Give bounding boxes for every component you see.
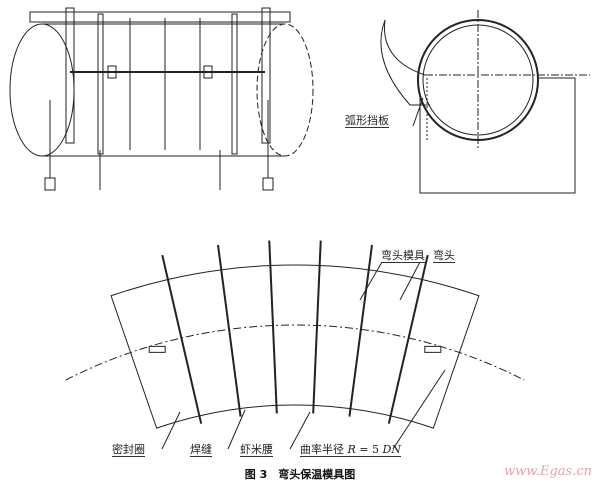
figure-caption: 图 3 弯头保温模具图 bbox=[244, 468, 356, 481]
arc-baffle bbox=[380, 19, 430, 106]
clamp-bar bbox=[387, 254, 429, 424]
band bbox=[65, 7, 75, 144]
curvature-centerline bbox=[65, 324, 525, 381]
leader-line bbox=[399, 261, 421, 301]
bands bbox=[65, 7, 271, 155]
band bbox=[261, 7, 271, 144]
leader-line bbox=[412, 97, 424, 127]
label-elbow-mold: 弯头模具 bbox=[381, 249, 425, 263]
legs bbox=[44, 100, 274, 191]
leg-foot bbox=[262, 177, 274, 191]
handle bbox=[148, 345, 166, 353]
top-frame bbox=[29, 11, 291, 23]
label-shrimp-waist: 虾米腰 bbox=[240, 443, 273, 457]
leader-line bbox=[161, 411, 181, 450]
leader-line bbox=[359, 261, 383, 301]
leader-line bbox=[392, 369, 446, 450]
elbow-mold-view bbox=[65, 240, 525, 429]
watermark: www.Egas.cn bbox=[504, 464, 592, 479]
label-weld: 焊缝 bbox=[190, 443, 212, 457]
leader-line bbox=[289, 411, 311, 450]
clamp bbox=[107, 65, 117, 79]
elbow-segment bbox=[390, 278, 480, 429]
leader-lines bbox=[161, 261, 446, 450]
clamp-bar bbox=[216, 244, 242, 417]
elbow-segment bbox=[269, 264, 321, 406]
label-radius: 曲率半径 R = 5 DN bbox=[300, 443, 401, 457]
clamp bbox=[203, 65, 213, 79]
clamp-bar bbox=[268, 240, 278, 414]
clamp-bar bbox=[161, 254, 203, 424]
end-view bbox=[380, 10, 590, 194]
leader-line bbox=[227, 409, 246, 450]
cylinder-side-view bbox=[9, 7, 314, 191]
right-end-ellipse bbox=[256, 23, 314, 157]
handle bbox=[424, 345, 442, 353]
left-end-ellipse bbox=[9, 23, 75, 157]
clamp-bar bbox=[348, 244, 374, 417]
radius-var: R bbox=[347, 443, 356, 456]
radius-eq: = 5 bbox=[355, 443, 383, 456]
clamp-bar bbox=[312, 240, 322, 414]
leg-foot bbox=[44, 177, 56, 191]
label-seal-ring: 密封圈 bbox=[112, 443, 145, 457]
radius-prefix: 曲率半径 bbox=[300, 443, 348, 456]
label-elbow: 弯头 bbox=[433, 249, 455, 263]
radius-unit: DN bbox=[382, 443, 401, 456]
band bbox=[231, 13, 238, 155]
band bbox=[97, 13, 104, 155]
label-arc-baffle: 弧形挡板 bbox=[345, 114, 389, 128]
